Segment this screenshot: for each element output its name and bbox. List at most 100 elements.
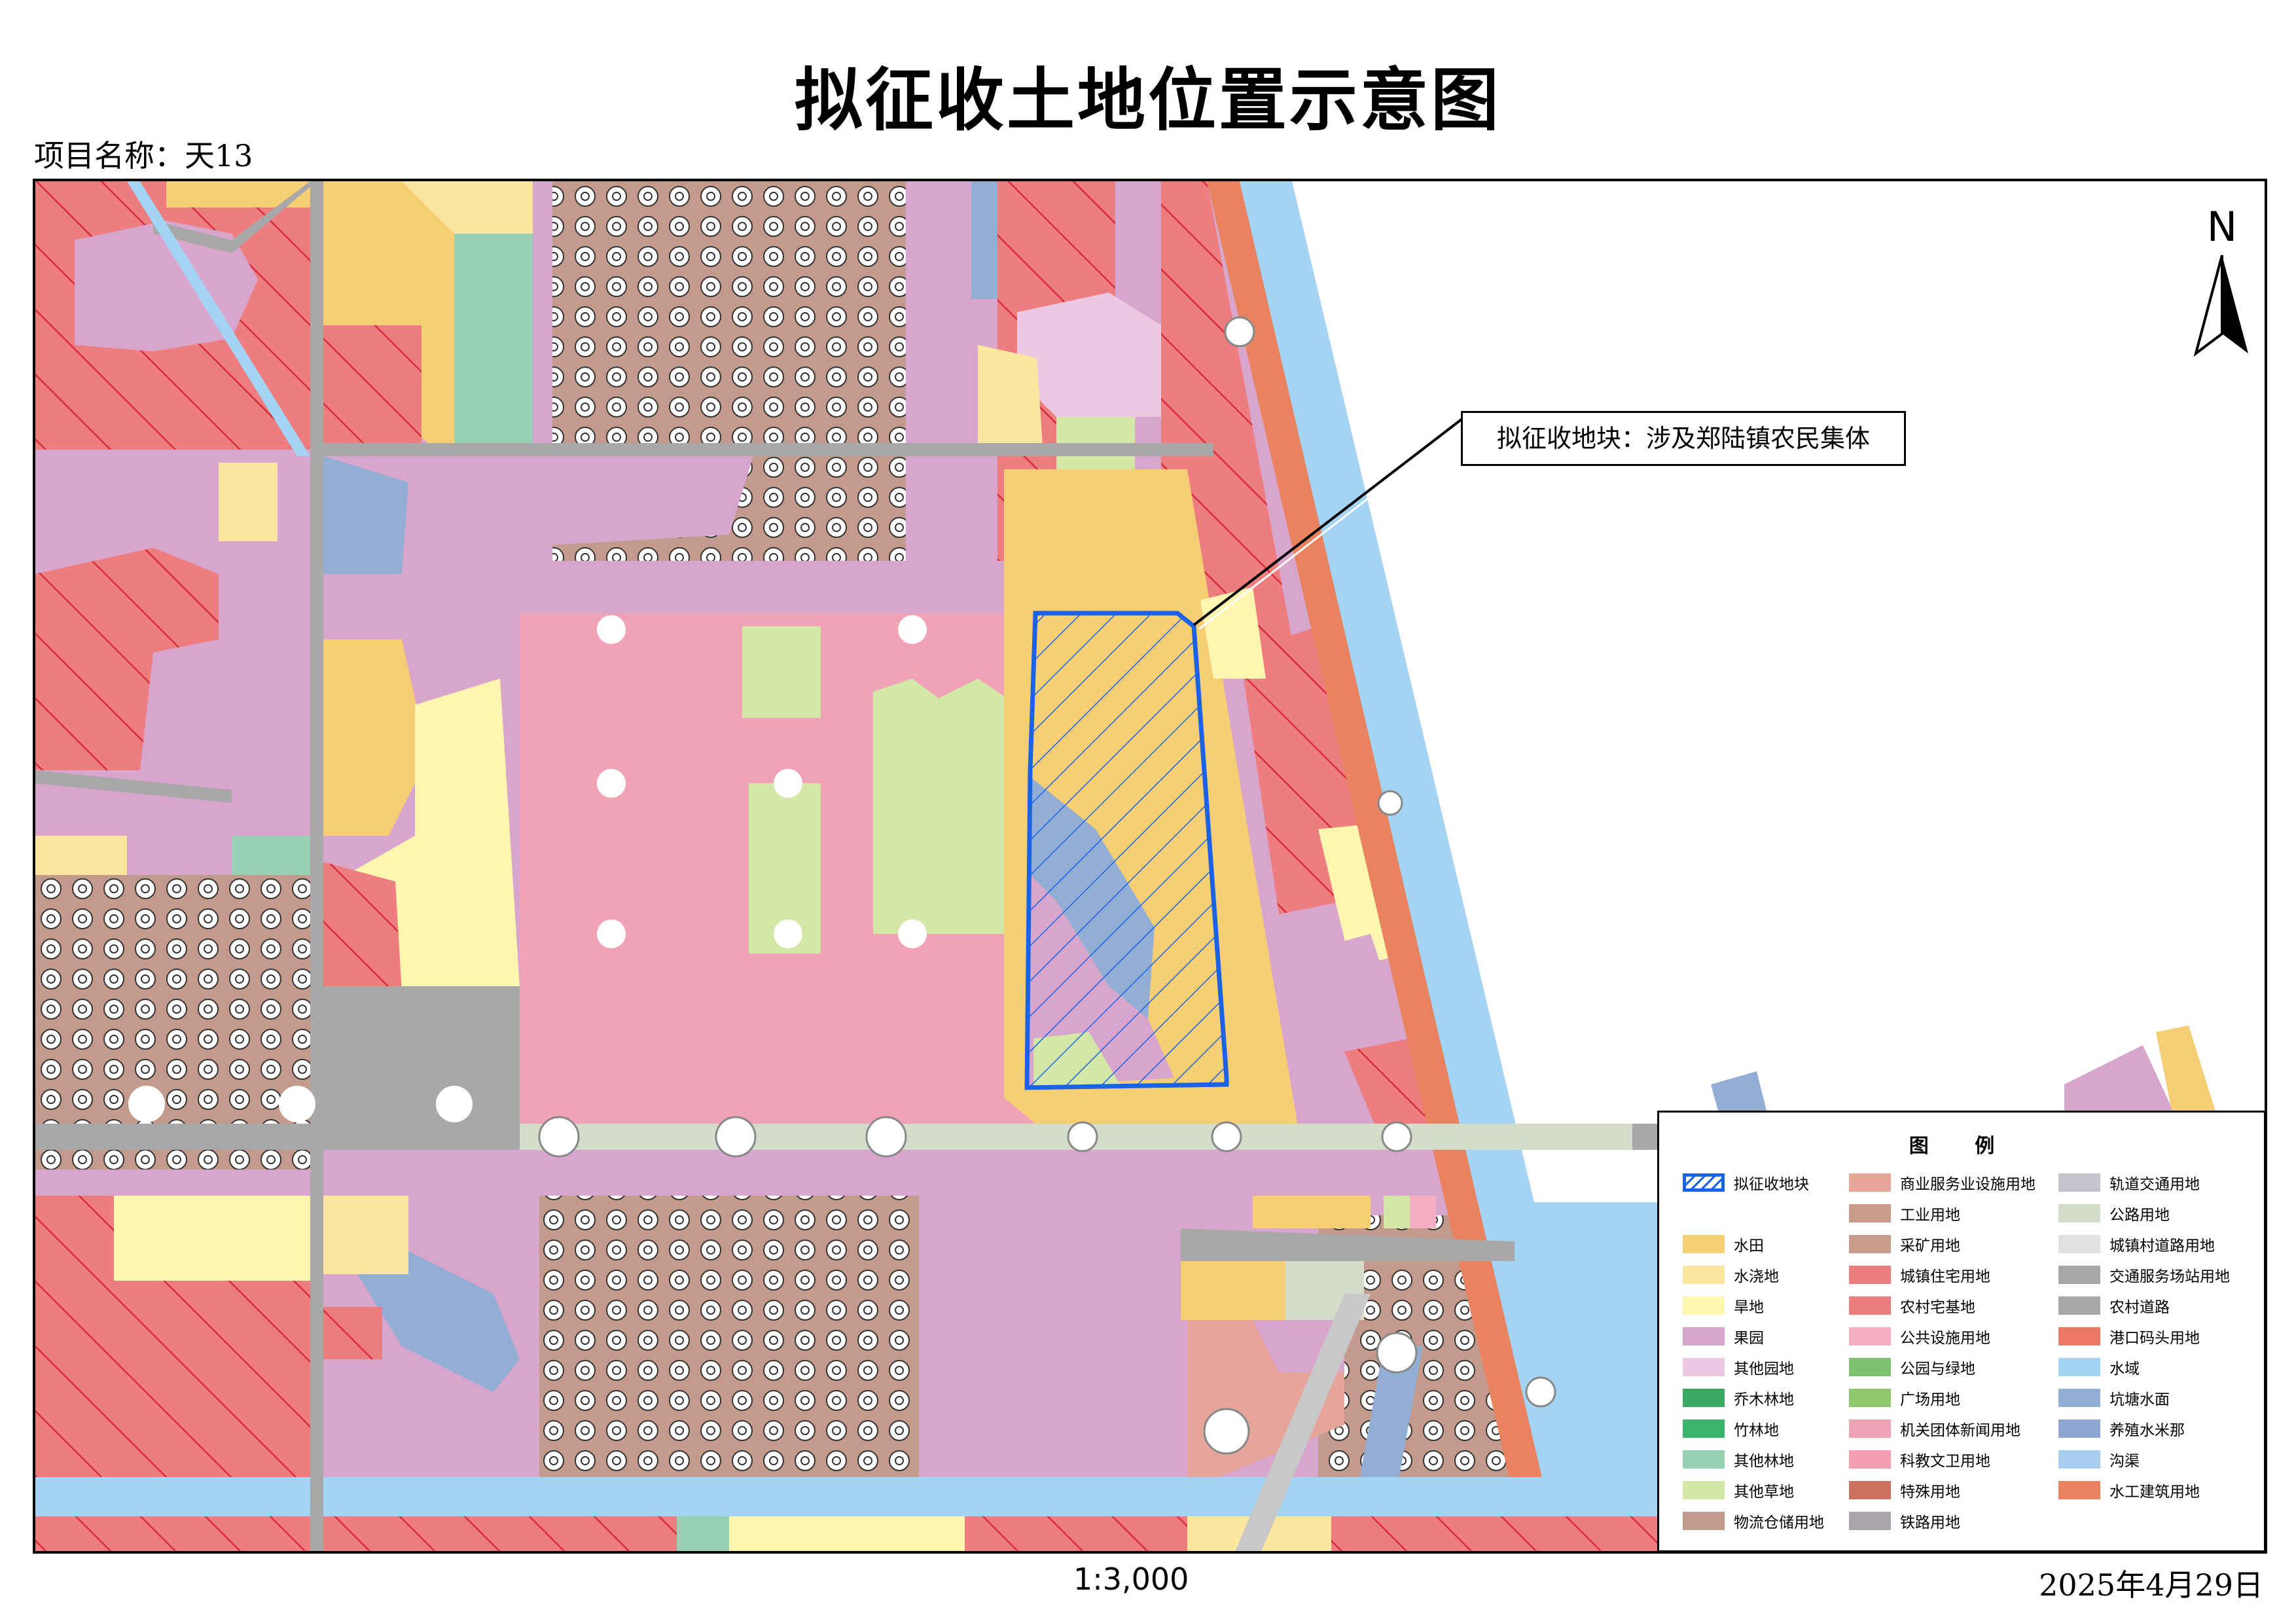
legend-swatch: [2058, 1235, 2100, 1253]
legend-label: 采矿用地: [1900, 1238, 1960, 1255]
legend-label: 坑塘水面: [2109, 1391, 2170, 1408]
legend-swatch: [1849, 1419, 1891, 1438]
legend-label: 特殊用地: [1900, 1484, 1960, 1501]
legend-label: 物流仓储用地: [1734, 1514, 1824, 1531]
legend-title: 图 例: [1909, 1135, 2015, 1158]
legend-item: 城镇住宅用地: [1849, 1264, 1990, 1285]
legend-swatch: [1683, 1266, 1725, 1284]
legend-swatch: [1849, 1173, 1891, 1192]
scale-label: 1:3,000: [1073, 1561, 1189, 1597]
legend-label: 乔木林地: [1734, 1391, 1794, 1408]
legend-item: 公路用地: [2058, 1202, 2170, 1224]
legend-swatch: [1683, 1296, 1725, 1315]
legend-label: 水工建筑用地: [2109, 1484, 2200, 1501]
legend-label: 城镇村道路用地: [2109, 1238, 2215, 1255]
legend-item: 水浇地: [1683, 1264, 1779, 1285]
legend-swatch: [1683, 1389, 1725, 1407]
legend-label: 旱地: [1734, 1299, 1764, 1316]
legend-item: 沟渠: [2058, 1448, 2140, 1470]
legend-swatch: [1849, 1512, 1891, 1530]
legend-label: 其他草地: [1734, 1484, 1794, 1501]
legend-item: 水域: [2058, 1356, 2140, 1378]
parcel-callout: 拟征收地块：涉及郑陆镇农民集体: [1461, 411, 1906, 466]
legend-label: 公共设施用地: [1900, 1330, 1990, 1347]
legend-label: 水域: [2109, 1361, 2140, 1378]
legend-swatch: [2058, 1450, 2100, 1469]
legend-swatch: [1683, 1173, 1725, 1192]
legend-label: 机关团体新闻用地: [1900, 1422, 2020, 1439]
legend-swatch: [2058, 1296, 2100, 1315]
legend-swatch: [1849, 1235, 1891, 1253]
project-name: 项目名称：天13: [34, 138, 253, 173]
legend-item: 城镇村道路用地: [2058, 1233, 2215, 1255]
legend-item: 广场用地: [1849, 1387, 1960, 1408]
legend-label: 拟征收地块: [1734, 1176, 1809, 1193]
north-arrow-icon: [2193, 255, 2248, 357]
map-title: 拟征收土地位置示意图: [794, 60, 1501, 140]
legend-label: 竹林地: [1734, 1422, 1779, 1439]
legend-label: 农村宅基地: [1900, 1299, 1975, 1316]
legend-label: 商业服务业设施用地: [1900, 1176, 2036, 1193]
legend: 图 例 拟征收地块水田水浇地旱地果园其他园地乔木林地竹林地其他林地其他草地物流仓…: [1657, 1111, 2266, 1552]
legend-label: 工业用地: [1900, 1207, 1960, 1224]
legend-label: 公园与绿地: [1900, 1361, 1975, 1378]
legend-item: 水工建筑用地: [2058, 1479, 2200, 1501]
legend-item: 物流仓储用地: [1683, 1510, 1824, 1531]
legend-label: 公路用地: [2109, 1207, 2170, 1224]
legend-label: 城镇住宅用地: [1900, 1268, 1990, 1285]
legend-item: 其他园地: [1683, 1356, 1794, 1378]
legend-item: 乔木林地: [1683, 1387, 1794, 1408]
legend-swatch: [1849, 1204, 1891, 1222]
legend-swatch: [1683, 1512, 1725, 1530]
legend-swatch: [1849, 1266, 1891, 1284]
legend-item: 机关团体新闻用地: [1849, 1418, 2020, 1439]
legend-item: 采矿用地: [1849, 1233, 1960, 1255]
date-label: 2025年4月29日: [2039, 1567, 2263, 1603]
legend-item: 工业用地: [1849, 1202, 1960, 1224]
legend-item: 轨道交通用地: [2058, 1171, 2200, 1193]
legend-swatch: [1849, 1389, 1891, 1407]
legend-item: 其他林地: [1683, 1448, 1794, 1470]
legend-swatch: [1683, 1481, 1725, 1499]
legend-swatch: [1849, 1481, 1891, 1499]
legend-label: 交通服务场站用地: [2109, 1268, 2230, 1285]
legend-swatch: [1683, 1327, 1725, 1346]
legend-label: 沟渠: [2109, 1453, 2140, 1470]
north-arrow: N: [2186, 203, 2258, 360]
legend-item: 公园与绿地: [1849, 1356, 1975, 1378]
proposed-parcel[interactable]: [1024, 611, 1229, 1090]
legend-label: 科教文卫用地: [1900, 1453, 1990, 1470]
legend-item: 农村宅基地: [1849, 1294, 1975, 1316]
legend-label: 铁路用地: [1900, 1514, 1960, 1531]
legend-item: 养殖水米那: [2058, 1418, 2185, 1439]
legend-label: 其他林地: [1734, 1453, 1794, 1470]
legend-item: 果园: [1683, 1325, 1764, 1347]
legend-item: 商业服务业设施用地: [1849, 1171, 2036, 1193]
legend-swatch: [1849, 1358, 1891, 1376]
legend-label: 港口码头用地: [2109, 1330, 2200, 1347]
land-use-map: [35, 181, 2265, 1551]
legend-item: 水田: [1683, 1233, 1764, 1255]
legend-item: 拟征收地块: [1683, 1171, 1809, 1193]
legend-item: 竹林地: [1683, 1418, 1779, 1439]
legend-swatch: [2058, 1419, 2100, 1438]
legend-label: 养殖水米那: [2109, 1422, 2185, 1439]
legend-item: 科教文卫用地: [1849, 1448, 1990, 1470]
legend-swatch: [1683, 1450, 1725, 1469]
legend-swatch: [2058, 1204, 2100, 1222]
legend-item: 其他草地: [1683, 1479, 1794, 1501]
legend-label: 其他园地: [1734, 1361, 1794, 1378]
map-frame[interactable]: [33, 179, 2267, 1554]
legend-swatch: [1849, 1327, 1891, 1346]
legend-swatch: [1683, 1419, 1725, 1438]
legend-swatch: [1683, 1358, 1725, 1376]
legend-item: 特殊用地: [1849, 1479, 1960, 1501]
legend-item: 坑塘水面: [2058, 1387, 2170, 1408]
legend-swatch: [1683, 1235, 1725, 1253]
legend-item: 铁路用地: [1849, 1510, 1960, 1531]
legend-item: 交通服务场站用地: [2058, 1264, 2230, 1285]
legend-label: 广场用地: [1900, 1391, 1960, 1408]
legend-swatch: [2058, 1173, 2100, 1192]
legend-swatch: [2058, 1389, 2100, 1407]
legend-item: 农村道路: [2058, 1294, 2170, 1316]
